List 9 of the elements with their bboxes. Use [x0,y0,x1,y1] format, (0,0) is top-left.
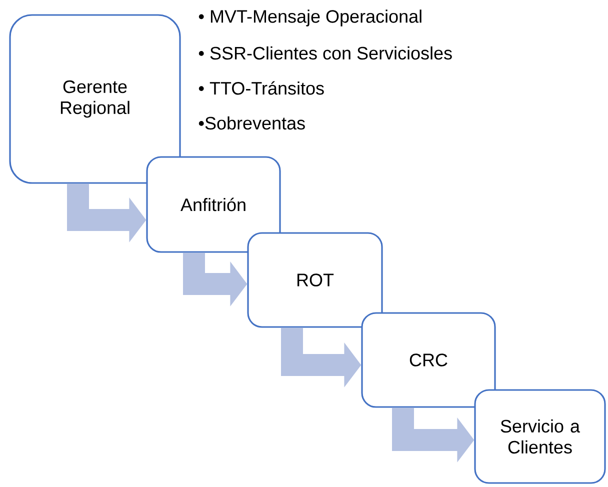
bullet-item: •Sobreventas [198,116,305,130]
process-box: Anfitrión [146,156,281,253]
process-box: Gerente Regional [9,14,181,184]
bullet-item: • SSR-Clientes con Serviciosles [198,46,452,60]
bullet-item: • MVT-Mensaje Operacional [198,10,422,26]
process-box: Servicio a Clientes [474,389,606,484]
bullet-item: • TTO-Tránsitos [198,81,324,95]
process-box: CRC [361,312,496,408]
process-box: ROT [247,232,383,328]
